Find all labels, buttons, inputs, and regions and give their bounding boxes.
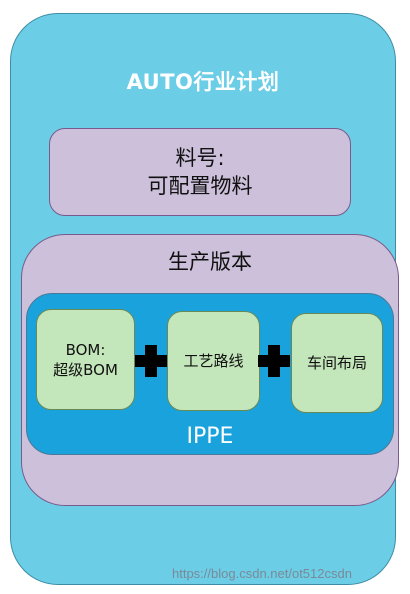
diagram-title: AUTO行业计划 (126, 70, 280, 94)
production-version-label: 生产版本 (168, 250, 252, 274)
material-label: 料号: (175, 146, 225, 170)
routing-label: 工艺路线 (183, 352, 244, 370)
workshop-layout-box: 车间布局 (291, 313, 383, 413)
bom-label: BOM: (65, 340, 106, 359)
material-value: 可配置物料 (147, 174, 253, 198)
plus-icon (258, 345, 290, 377)
ippe-label: IPPE (186, 424, 234, 449)
material-box: 料号: 可配置物料 (49, 128, 351, 216)
bom-box: BOM: 超级BOM (36, 309, 135, 410)
routing-box: 工艺路线 (167, 311, 260, 411)
watermark-text: https://blog.csdn.net/ot512csdn (172, 566, 352, 581)
workshop-layout-label: 车间布局 (306, 354, 367, 372)
plus-icon (135, 345, 167, 377)
bom-value: 超级BOM (53, 360, 118, 379)
